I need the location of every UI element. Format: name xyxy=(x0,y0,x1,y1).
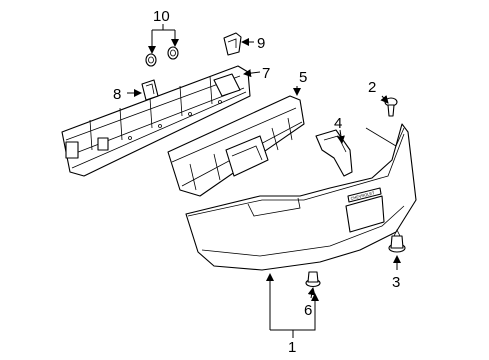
clip-part-9 xyxy=(223,32,242,56)
callout-6: 6 xyxy=(304,302,312,319)
callout-3: 3 xyxy=(392,274,400,291)
impact-bar-part xyxy=(61,65,251,177)
energy-absorber-part xyxy=(167,95,305,197)
plug-parts-10 xyxy=(145,46,179,67)
bracket-part-8 xyxy=(141,79,159,101)
bolt-part-6 xyxy=(305,271,321,288)
callout-9: 9 xyxy=(257,35,265,52)
callout-1: 1 xyxy=(288,339,296,356)
leader-lines xyxy=(127,24,401,338)
plate-text: CHEVROLET xyxy=(350,190,375,201)
callout-8: 8 xyxy=(113,86,121,103)
callout-5: 5 xyxy=(299,69,307,86)
callout-7: 7 xyxy=(262,65,270,82)
bumper-cover-part: CHEVROLET xyxy=(185,123,417,271)
bracket-part-4 xyxy=(315,129,353,177)
callout-2: 2 xyxy=(368,79,376,96)
callout-4: 4 xyxy=(334,115,342,132)
callout-10: 10 xyxy=(153,8,170,25)
push-pin-part-3 xyxy=(388,229,406,253)
screw-part-2 xyxy=(384,97,398,117)
